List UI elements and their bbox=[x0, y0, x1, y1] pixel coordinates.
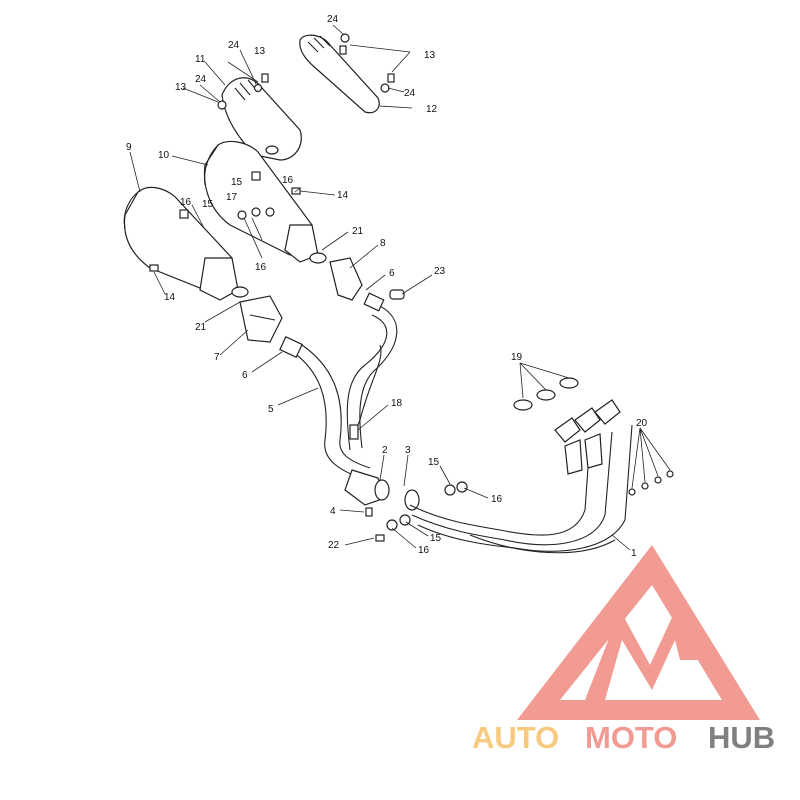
callout-23: 23 bbox=[434, 266, 446, 277]
callout-1: 1 bbox=[631, 548, 637, 559]
callout-9: 9 bbox=[126, 142, 132, 153]
collector-joint bbox=[344, 469, 420, 511]
callout-13-mid: 13 bbox=[254, 46, 266, 57]
connector-left bbox=[239, 295, 283, 343]
callout-15-header-bottom: 15 bbox=[430, 533, 442, 544]
callout-19: 19 bbox=[511, 352, 523, 363]
callout-15-header-top: 15 bbox=[428, 457, 440, 468]
watermark-triangle bbox=[517, 545, 760, 720]
callout-3: 3 bbox=[405, 445, 411, 456]
callout-16-header-bottom: 16 bbox=[418, 545, 430, 556]
callout-21-left: 21 bbox=[195, 322, 207, 333]
callout-16-upper-left: 16 bbox=[180, 197, 192, 208]
callout-14-left: 14 bbox=[164, 292, 176, 303]
o2-sensor bbox=[349, 424, 359, 440]
callout-24-right: 24 bbox=[404, 88, 416, 99]
callout-5: 5 bbox=[268, 404, 274, 415]
watermark-word-auto: AUTO bbox=[472, 720, 559, 755]
watermark-m-stroke bbox=[585, 600, 700, 700]
callout-11: 11 bbox=[195, 54, 206, 65]
callout-7: 7 bbox=[214, 352, 220, 363]
callout-24-top: 24 bbox=[327, 14, 339, 25]
watermark-word-moto: MOTO bbox=[585, 720, 677, 755]
callout-21-right: 21 bbox=[352, 226, 364, 237]
callout-24-left: 24 bbox=[195, 74, 207, 85]
link-pipe bbox=[279, 292, 398, 479]
callout-14-right: 14 bbox=[337, 190, 349, 201]
callout-16-header-top: 16 bbox=[491, 494, 503, 505]
callout-22: 22 bbox=[328, 540, 340, 551]
callout-16-upper-right: 16 bbox=[282, 175, 294, 186]
callout-18: 18 bbox=[391, 398, 403, 409]
callout-17: 17 bbox=[226, 192, 238, 203]
callout-13-top: 13 bbox=[424, 50, 436, 61]
callout-15-upper-right: 15 bbox=[231, 177, 243, 188]
heat-shield-right bbox=[299, 34, 380, 114]
silencer-left bbox=[123, 186, 249, 301]
callout-13-left: 13 bbox=[175, 82, 187, 93]
heat-shield-left bbox=[221, 77, 302, 161]
watermark-logo: AUTO MOTO HUB bbox=[472, 545, 775, 755]
gaskets bbox=[513, 377, 579, 411]
callout-20: 20 bbox=[636, 418, 648, 429]
callout-24-mid: 24 bbox=[228, 40, 240, 51]
connector-right bbox=[329, 257, 363, 301]
callout-4: 4 bbox=[330, 506, 336, 517]
silencer-right bbox=[203, 140, 327, 264]
callout-6-left: 6 bbox=[242, 370, 248, 381]
callout-2: 2 bbox=[382, 445, 388, 456]
watermark-word-hub: HUB bbox=[708, 720, 775, 755]
leader-lines bbox=[129, 24, 671, 551]
callout-numbers: 1 2 3 4 5 6 6 7 8 9 10 11 12 13 13 13 14… bbox=[126, 14, 648, 559]
callout-10: 10 bbox=[158, 150, 170, 161]
callout-15-upper-left: 15 bbox=[202, 199, 214, 210]
callout-12: 12 bbox=[426, 104, 438, 115]
callout-16-middle: 16 bbox=[255, 262, 267, 273]
callout-6-right: 6 bbox=[389, 268, 395, 279]
header-pipes bbox=[409, 399, 633, 554]
callout-8: 8 bbox=[380, 238, 386, 249]
